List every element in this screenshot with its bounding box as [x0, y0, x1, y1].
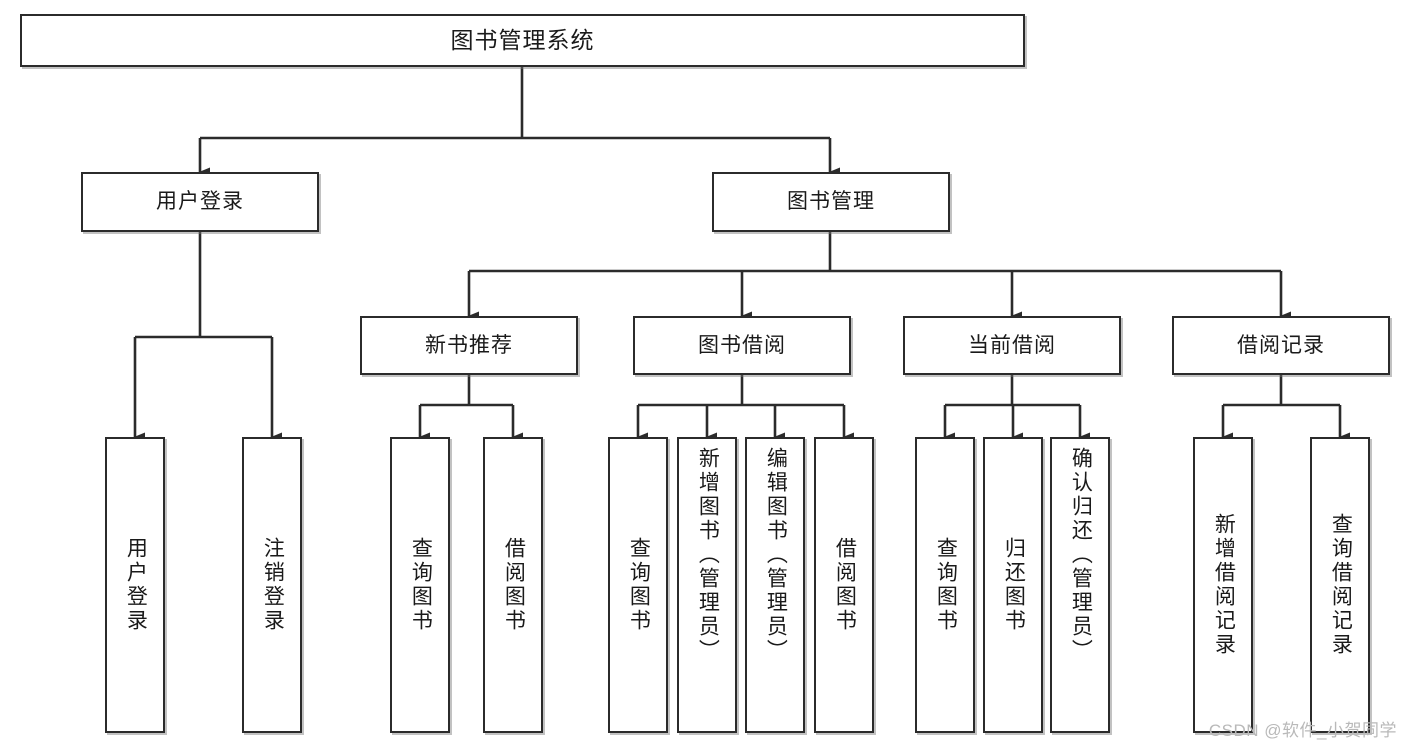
node-label: 借阅记录: [1237, 333, 1325, 357]
node-label: 归还图书: [1002, 537, 1026, 633]
node-label: 新增图书（管理员）: [696, 447, 720, 663]
node-book-borrow[interactable]: 图书借阅: [633, 316, 851, 375]
node-label: 图书管理系统: [450, 26, 595, 53]
node-leaf-query-book-borrow[interactable]: 查询图书: [608, 437, 668, 733]
node-label: 查询图书: [934, 537, 958, 633]
node-book-management[interactable]: 图书管理: [712, 172, 950, 232]
node-label: 用户登录: [156, 190, 244, 214]
node-user-login[interactable]: 用户登录: [81, 172, 319, 232]
node-label: 确认归还（管理员）: [1069, 447, 1093, 663]
node-leaf-user-login[interactable]: 用户登录: [105, 437, 165, 733]
node-leaf-query-book-current[interactable]: 查询图书: [915, 437, 975, 733]
node-label: 图书管理: [787, 190, 875, 214]
node-leaf-borrow-book[interactable]: 借阅图书: [814, 437, 874, 733]
node-label: 注销登录: [261, 537, 285, 633]
node-label: 用户登录: [124, 537, 148, 633]
node-leaf-edit-book-admin[interactable]: 编辑图书（管理员）: [745, 437, 805, 733]
node-leaf-query-book-recommend[interactable]: 查询图书: [390, 437, 450, 733]
node-leaf-add-book-admin[interactable]: 新增图书（管理员）: [677, 437, 737, 733]
node-label: 借阅图书: [502, 537, 526, 633]
node-label: 借阅图书: [833, 537, 857, 633]
node-new-book-recommend[interactable]: 新书推荐: [360, 316, 578, 375]
node-root-system[interactable]: 图书管理系统: [20, 14, 1025, 67]
node-current-borrow[interactable]: 当前借阅: [903, 316, 1121, 375]
node-label: 查询图书: [627, 537, 651, 633]
node-leaf-query-borrow-record[interactable]: 查询借阅记录: [1310, 437, 1370, 733]
node-borrow-record[interactable]: 借阅记录: [1172, 316, 1390, 375]
node-leaf-add-borrow-record[interactable]: 新增借阅记录: [1193, 437, 1253, 733]
node-label: 当前借阅: [968, 333, 1056, 357]
node-leaf-return-book[interactable]: 归还图书: [983, 437, 1043, 733]
node-label: 图书借阅: [698, 333, 786, 357]
node-label: 编辑图书（管理员）: [764, 447, 788, 663]
node-leaf-confirm-return-admin[interactable]: 确认归还（管理员）: [1050, 437, 1110, 733]
node-label: 新书推荐: [425, 333, 513, 357]
node-label: 查询借阅记录: [1329, 513, 1353, 657]
node-label: 查询图书: [409, 537, 433, 633]
node-leaf-borrow-book-recommend[interactable]: 借阅图书: [483, 437, 543, 733]
node-leaf-logout[interactable]: 注销登录: [242, 437, 302, 733]
node-label: 新增借阅记录: [1212, 513, 1236, 657]
